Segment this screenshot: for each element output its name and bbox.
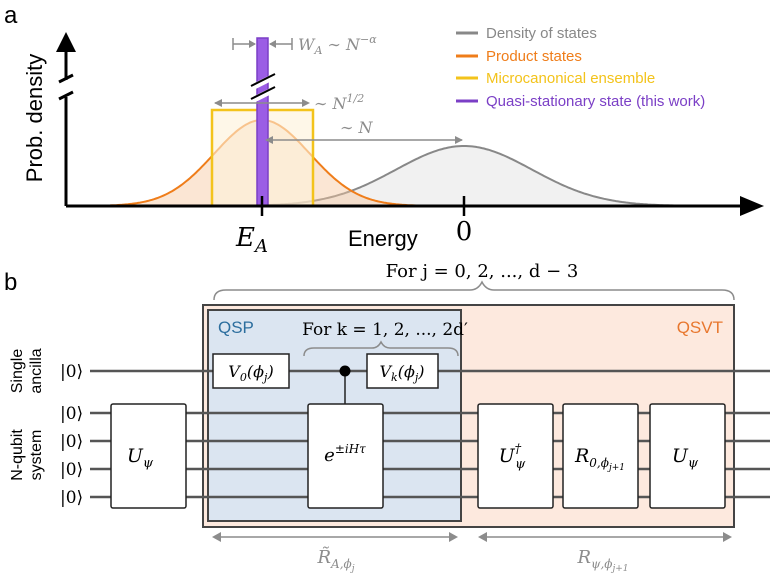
legend-label-quasi: Quasi-stationary state (this work)	[486, 93, 705, 110]
bar-break-mark	[249, 73, 277, 91]
y-axis-break-mark	[58, 73, 74, 84]
quasi-stationary-state-bar	[256, 37, 269, 207]
gate-U-psi-dagger-label: U†ψ	[499, 442, 527, 472]
svg-text:Single: Single	[9, 349, 26, 394]
gate-evolution-label: e±iHτ	[324, 442, 366, 466]
svg-text:system: system	[28, 430, 45, 481]
ket0-system: |0⟩	[60, 404, 83, 424]
control-dot	[339, 365, 351, 377]
bar-break-mark	[250, 73, 276, 87]
gate-U-psi-right-label: Uψ	[672, 445, 699, 471]
gate-evolution	[307, 403, 384, 509]
ancilla-side-label: Single ancilla	[9, 348, 45, 393]
inner-brace-label: For k = 1, 2, ..., 2d′	[302, 320, 468, 340]
legend-label-product: Product states	[486, 48, 582, 65]
tick-label-EA: EA	[235, 223, 268, 257]
ket0-system: |0⟩	[60, 432, 83, 452]
gate-U-psi-dagger	[477, 403, 554, 509]
N-annotation: ∼ N	[340, 118, 373, 137]
system-side-label: N-qubit system	[9, 429, 45, 481]
density-of-states-curve-line	[261, 145, 701, 207]
gate-Vk-label: Vk(ϕj)	[379, 362, 424, 384]
ket0-ancilla: |0⟩	[60, 362, 83, 382]
panel-b-label: b	[4, 269, 17, 296]
bar-break-mark	[250, 86, 276, 100]
panel-a-label: a	[4, 2, 18, 29]
bottom-arrow-left-label: R̃A,ϕj	[316, 546, 354, 574]
y-axis-arrowhead	[56, 32, 76, 52]
bar-break-mark	[249, 86, 277, 104]
density-of-states-curve-fill	[262, 146, 700, 206]
y-axis-label: Prob. density	[22, 54, 47, 182]
gate-R-label: R0,ϕj+1	[574, 445, 625, 473]
distribution-curves	[109, 118, 701, 207]
x-axis-label: Energy	[348, 226, 418, 251]
ket0-system: |0⟩	[60, 460, 83, 480]
legend-label-microcanonical: Microcanonical ensemble	[486, 70, 655, 87]
sqrtN-annotation: ∼ N1/2	[314, 92, 364, 113]
top-brace	[213, 280, 735, 301]
gate-R	[562, 403, 639, 509]
ket0-system: |0⟩	[60, 488, 83, 508]
gate-U-psi	[110, 403, 187, 509]
legend-label-dos: Density of states	[486, 25, 597, 42]
y-axis-break-mark	[58, 90, 74, 101]
gate-Vk	[366, 353, 439, 389]
inner-brace	[303, 340, 459, 357]
gate-U-psi-right	[649, 403, 726, 509]
tick-label-zero: 0	[456, 217, 473, 247]
gate-U-psi-label: Uψ	[127, 445, 154, 471]
gate-V0	[212, 353, 290, 389]
qsp-label: QSP	[218, 318, 254, 337]
width-annotation: WA ∼ N−α	[298, 33, 377, 57]
qsvt-label: QSVT	[677, 318, 723, 337]
bottom-arrow-right-label: Rψ,ϕj+1	[576, 547, 628, 574]
svg-text:ancilla: ancilla	[28, 348, 45, 393]
svg-text:N-qubit: N-qubit	[9, 429, 26, 481]
gate-V0-label: V0(ϕj)	[228, 362, 273, 384]
top-brace-label: For j = 0, 2, ..., d − 3	[386, 261, 579, 282]
legend: Density of states Product states Microca…	[456, 25, 705, 110]
x-axis-arrowhead	[740, 196, 764, 216]
